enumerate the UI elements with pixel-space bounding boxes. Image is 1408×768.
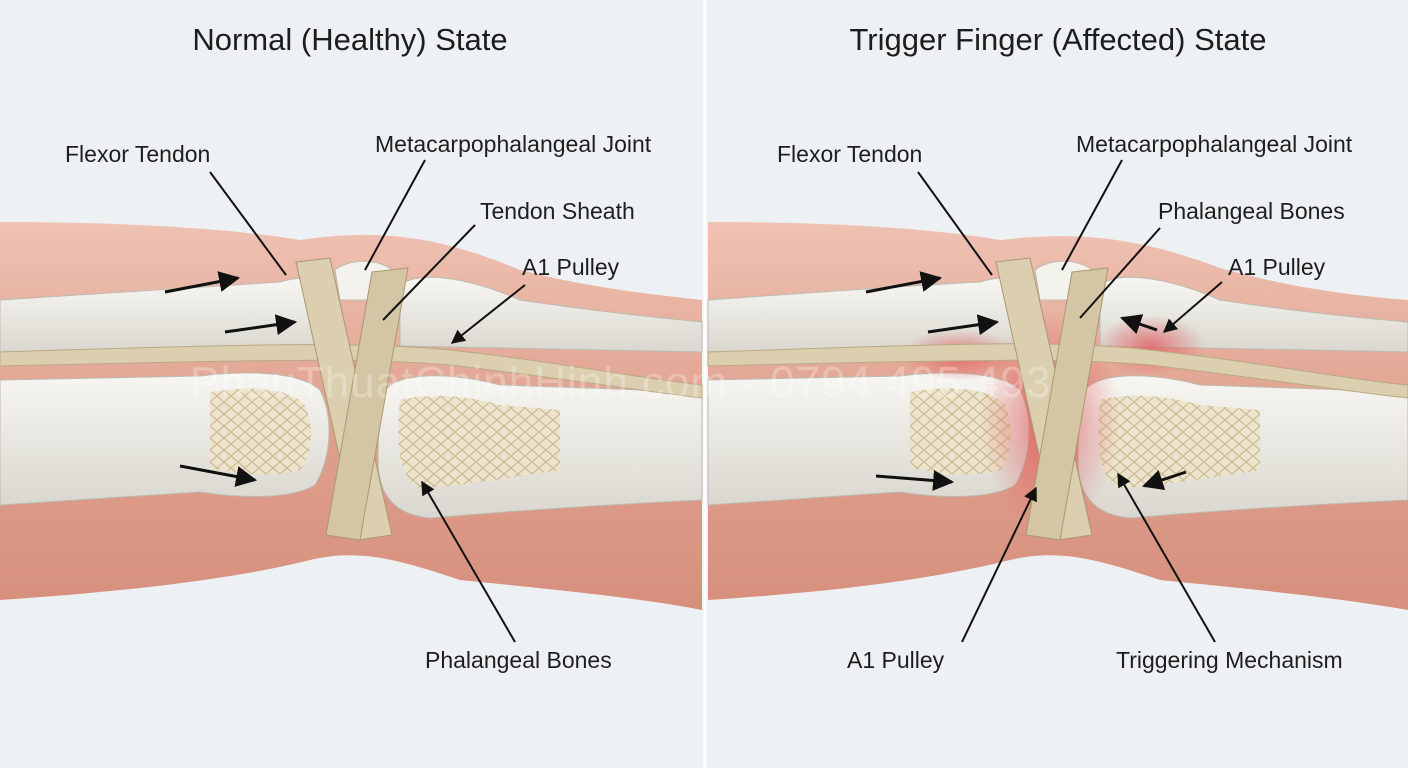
left-flow-arrow-2 [224, 314, 298, 336]
right-leader-triggering-mechanism [1117, 472, 1216, 643]
left-a1-pulley-band-b [325, 267, 409, 541]
right-a1-pulley-band-b [1025, 267, 1109, 541]
left-leader-a1-pulley [450, 284, 526, 344]
right-label-phalangeal-bones: Phalangeal Bones [1158, 198, 1345, 224]
left-label-mcp-joint: Metacarpophalangeal Joint [375, 131, 652, 157]
left-finger [0, 222, 703, 610]
left-leaders [209, 159, 526, 643]
left-flexor-tendon [0, 344, 703, 399]
left-flow-arrows [164, 271, 298, 487]
right-leader-a1-pulley-bottom [961, 486, 1037, 643]
left-spongy-bone-a [210, 388, 312, 475]
right-leader-phalangeal-bones [1079, 227, 1161, 319]
right-label-a1-pulley-bottom: A1 Pulley [847, 647, 945, 673]
right-leader-mcp-joint [1061, 159, 1123, 271]
left-leader-phalangeal-bones [421, 480, 516, 643]
right-flow-arrow-2 [927, 314, 1000, 336]
right-leaders [917, 159, 1223, 643]
right-label-a1-pulley-top: A1 Pulley [1228, 254, 1326, 280]
right-label-mcp-joint: Metacarpophalangeal Joint [1076, 131, 1353, 157]
left-spongy-bone-b [398, 395, 560, 488]
watermark: PhauThuatChinhHinh.com - 0794 495 493 [190, 358, 1052, 407]
left-flow-arrow-1 [164, 271, 241, 294]
right-label-flexor-tendon: Flexor Tendon [777, 141, 923, 167]
left-phalanx-top [399, 276, 703, 353]
left-leader-flexor-tendon [209, 171, 287, 276]
left-flow-arrow-3 [179, 464, 258, 487]
left-leader-mcp-joint [364, 159, 426, 271]
right-flow-arrow-1 [865, 271, 943, 294]
right-leader-a1-pulley-top [1162, 281, 1223, 333]
right-label-triggering-mechanism: Triggering Mechanism [1116, 647, 1343, 673]
right-flow-arrow-5 [1142, 470, 1187, 490]
left-label-tendon-sheath: Tendon Sheath [480, 198, 635, 224]
right-spongy-bone-b [1098, 395, 1260, 488]
left-leader-tendon-sheath [382, 224, 476, 321]
left-label-a1-pulley: A1 Pulley [522, 254, 620, 280]
right-flow-arrow-3 [875, 470, 955, 491]
left-label-flexor-tendon: Flexor Tendon [65, 141, 211, 167]
right-flow-arrows [865, 271, 1187, 491]
left-label-phalangeal-bones: Phalangeal Bones [425, 647, 612, 673]
right-flow-arrow-4 [1120, 314, 1158, 335]
normal-state-title: Normal (Healthy) State [192, 22, 508, 57]
right-finger [707, 222, 1408, 610]
trigger-state-title: Trigger Finger (Affected) State [849, 22, 1267, 57]
right-leader-flexor-tendon [917, 171, 993, 276]
